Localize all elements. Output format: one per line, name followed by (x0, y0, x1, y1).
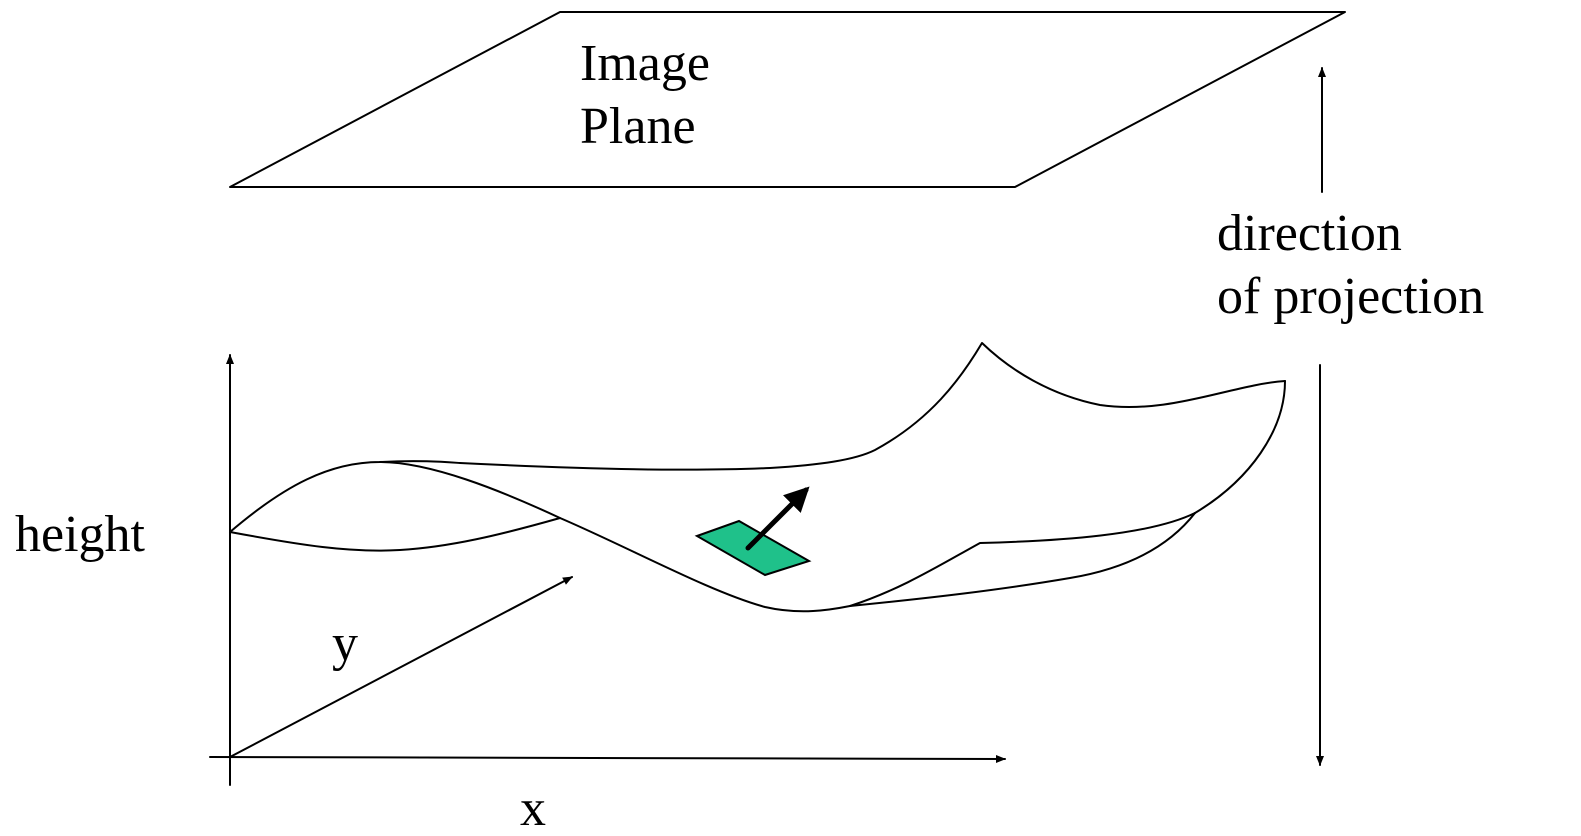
surface-patch (694, 519, 812, 577)
direction-label-line1: direction (1217, 205, 1402, 262)
image-plane-label-line1: Image (580, 35, 710, 92)
surface-right-edge (1194, 380, 1286, 514)
surface-left-fold (229, 517, 561, 552)
surface-back-edge (229, 342, 1286, 533)
x-axis-label: x (520, 780, 546, 836)
surface-normal-arrow (745, 486, 810, 551)
y-axis-label: y (332, 615, 358, 672)
surface-front-edge (849, 512, 1196, 607)
image-plane-label-line2: Plane (580, 98, 696, 155)
height-axis-label: height (15, 506, 146, 563)
x-axis (209, 754, 1006, 763)
y-axis (229, 576, 573, 758)
image-plane (229, 11, 1346, 188)
direction-label-line2: of projection (1217, 268, 1484, 325)
height-surface (229, 342, 1286, 613)
surface-front-fold (379, 461, 851, 613)
surface-inner-ridge (849, 512, 1196, 607)
